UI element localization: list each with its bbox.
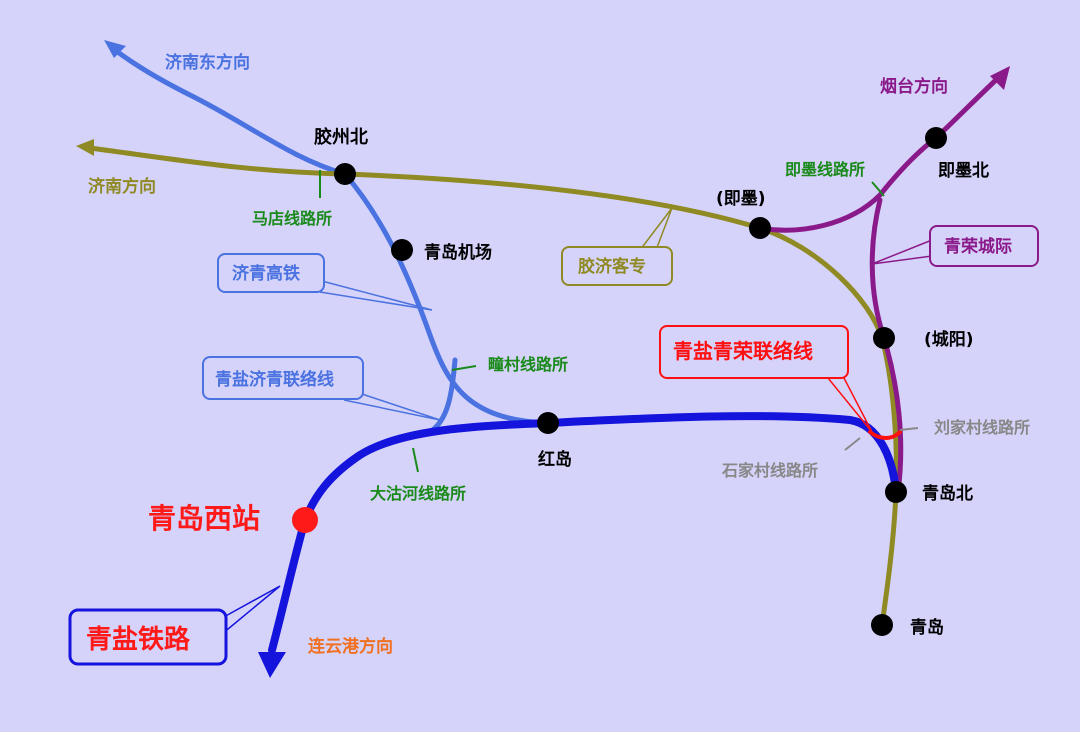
qingyan-qingrong-box — [659, 325, 849, 379]
station-dot-jimo-bei — [925, 127, 947, 149]
station-label-qingdao-xi: 青岛西站 — [148, 502, 260, 535]
callout-jiqing-hsr: 济青高铁 — [232, 263, 300, 284]
junction-tongcun: 疃村线路所 — [488, 355, 568, 374]
station-dot-hongdao — [537, 412, 559, 434]
station-label-qingdao: 青岛 — [910, 617, 944, 638]
jiqing-hsr-box — [217, 253, 325, 293]
station-dot-jiaozhou-bei — [334, 163, 356, 185]
station-dot-jimo — [749, 217, 771, 239]
dagu-river-tick — [412, 447, 419, 473]
qingrong-box — [929, 225, 1039, 267]
direction-yantai: 烟台方向 — [880, 76, 948, 97]
tongcun-tick — [451, 365, 477, 371]
shijiacun-tick — [844, 437, 861, 451]
qingyan-railway-line-west — [268, 419, 552, 654]
junction-jimo: 即墨线路所 — [785, 160, 865, 179]
jinan-east-arrow-icon — [104, 40, 126, 58]
station-dot-qingdao — [871, 614, 893, 636]
qingyan-railway-line — [544, 412, 900, 496]
station-label-jimo-bei: 即墨北 — [938, 161, 989, 181]
lianyungang-arrow-icon — [258, 652, 286, 678]
callout-qingyan-qingrong: 青盐青荣联络线 — [673, 339, 813, 363]
qingrong-leader — [871, 239, 933, 265]
direction-jinan: 济南方向 — [88, 176, 156, 197]
jiaoji-line-west — [87, 145, 348, 177]
qingyan-qingrong-leader — [827, 377, 873, 433]
junction-dagu-river: 大沽河线路所 — [370, 484, 466, 503]
callout-jiaoji: 胶济客专 — [578, 256, 646, 277]
junction-liujiacun: 刘家村线路所 — [934, 418, 1030, 437]
direction-lianyungang: 连云港方向 — [308, 636, 393, 657]
callout-qingyan-railway: 青盐铁路 — [86, 624, 191, 655]
station-label-jimo: (即墨) — [716, 189, 766, 209]
station-label-jiaozhou-bei: 胶州北 — [314, 126, 368, 148]
station-label-hongdao: 红岛 — [538, 449, 572, 470]
jiqing-hsr-line — [342, 171, 551, 426]
junction-shijiacun: 石家村线路所 — [721, 461, 818, 480]
callout-qingyan-jiqing: 青盐济青联络线 — [215, 369, 334, 390]
station-dot-qingdao-jichang — [391, 239, 413, 261]
qingyan-jiqing-leader — [343, 387, 441, 421]
callout-qingrong: 青荣城际 — [944, 236, 1012, 257]
jimo-junction-tick — [871, 181, 885, 197]
station-dot-qingdao-bei — [885, 481, 907, 503]
jinan-east-line — [112, 47, 348, 177]
station-label-qingdao-bei: 青岛北 — [922, 483, 973, 504]
liujiacun-tick — [899, 427, 919, 431]
qingyan-jiqing-box — [202, 356, 364, 400]
direction-jinan-east: 济南东方向 — [165, 52, 250, 73]
qingyan-railway-box — [68, 608, 228, 666]
qingyan-qingrong-link-line — [868, 430, 902, 440]
station-label-chengyang: (城阳) — [924, 330, 974, 350]
yantai-arrow-icon — [990, 66, 1010, 90]
station-dot-chengyang — [873, 327, 895, 349]
jinan-arrow-icon — [76, 139, 94, 156]
qingyan-jiqing-link-line — [427, 357, 458, 435]
qingrong-line-jimo — [757, 135, 939, 233]
jiaoji-leader — [639, 207, 673, 251]
qingyan-railway-leader — [221, 585, 281, 635]
jiaoji-box — [561, 246, 673, 286]
jiaoji-line — [342, 171, 899, 628]
jiqing-hsr-leader — [317, 279, 433, 311]
station-label-qingdao-jichang: 青岛机场 — [424, 242, 492, 263]
junction-madian: 马店线路所 — [252, 209, 332, 228]
station-dot-qingdao-xi — [292, 507, 318, 533]
